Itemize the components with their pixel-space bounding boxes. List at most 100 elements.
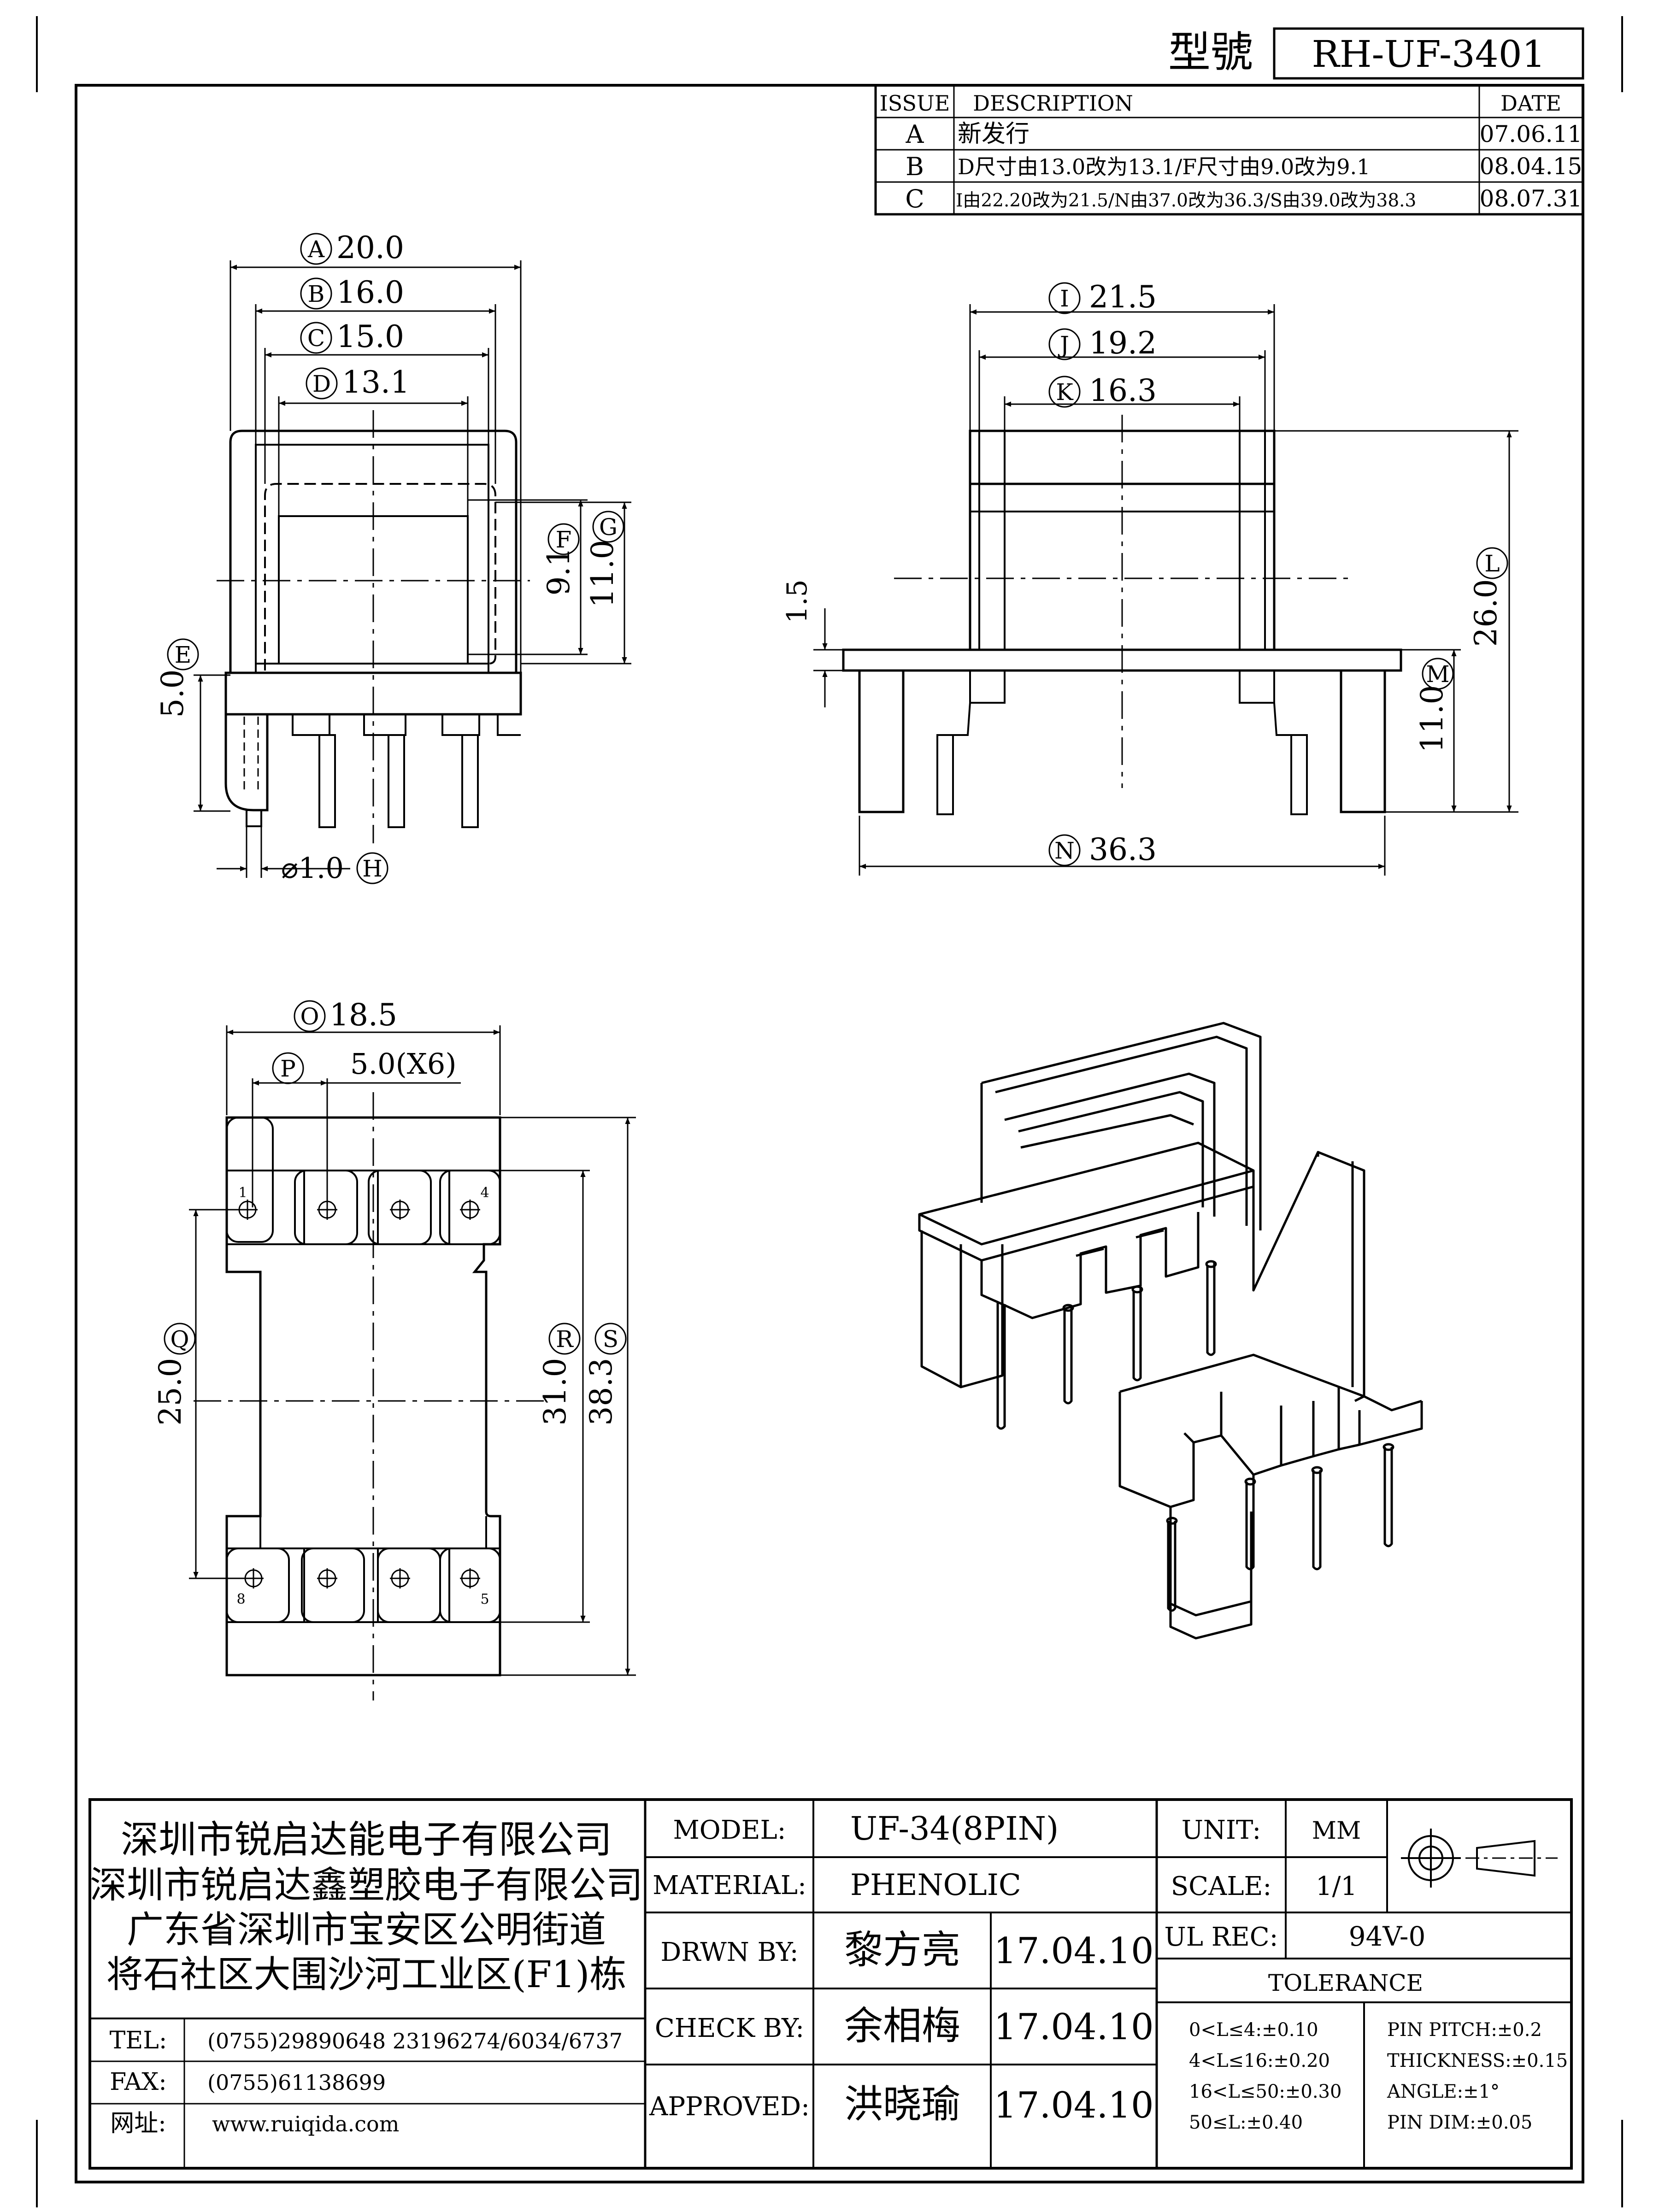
isometric-view	[918, 1022, 1423, 1640]
tolerance-spec: ANGLE:±1°	[1387, 2081, 1500, 2102]
approved-label: APPROVED:	[649, 2092, 810, 2122]
dim-letter: L	[1484, 550, 1500, 577]
dim-letter: G	[599, 514, 618, 541]
scale-value: 1/1	[1316, 1871, 1357, 1901]
dim-letter: E	[175, 641, 192, 668]
pin-number: 1	[238, 1185, 247, 1201]
dim-value: 5.0	[155, 670, 190, 718]
dim-value: 18.5	[329, 997, 397, 1033]
rev-row-description: D尺寸由13.0改为13.1/F尺寸由9.0改为9.1	[958, 154, 1370, 179]
rev-row-description: I由22.20改为21.5/N由37.0改为36.3/S由39.0改为38.3	[956, 190, 1416, 211]
tolerance-heading: TOLERANCE	[1268, 1970, 1423, 1996]
front-view-dimensions	[194, 260, 631, 878]
side-view	[842, 415, 1402, 815]
company-line: 将石社区大围沙河工业区(F1)栋	[106, 1953, 627, 1996]
dim-letter: P	[280, 1055, 296, 1082]
dim-value: 25.0	[153, 1358, 188, 1426]
model-number-header: 型號 RH-UF-3401	[1168, 27, 1584, 80]
tel-value: (0755)29890648 23196274/6034/6737	[207, 2029, 623, 2053]
rev-row-issue: A	[906, 120, 924, 149]
tolerance-spec: PIN PITCH:±0.2	[1387, 2019, 1542, 2041]
model-label: 型號	[1168, 28, 1253, 77]
ul-rec-value: 94V-0	[1349, 1921, 1426, 1952]
dim-value: 1.5	[781, 579, 813, 623]
dim-value: 13.1	[342, 365, 410, 400]
dim-letter: B	[308, 281, 325, 307]
model-number: RH-UF-3401	[1312, 33, 1546, 76]
company-line: 广东省深圳市宝安区公明街道	[127, 1908, 606, 1951]
projection-symbol-icon	[1401, 1829, 1558, 1888]
rev-row-description: 新发行	[958, 120, 1030, 148]
ul-rec-label: UL REC:	[1165, 1922, 1278, 1952]
dim-letter: F	[556, 526, 572, 553]
web-label: 网址:	[110, 2110, 166, 2137]
pin-number: 8	[236, 1591, 245, 1607]
sheet-frame	[36, 16, 1623, 2207]
check-by-date: 17.04.10	[994, 2006, 1153, 2048]
unit-value: MM	[1312, 1817, 1361, 1845]
tolerance-spec: THICKNESS:±0.15	[1387, 2050, 1568, 2071]
tel-label: TEL:	[110, 2027, 167, 2054]
dim-value: 19.2	[1089, 325, 1157, 361]
dim-letter: N	[1054, 837, 1075, 864]
dim-value: 20.0	[336, 230, 404, 265]
rev-row-date: 08.07.31	[1480, 185, 1583, 212]
pin-number: 4	[480, 1185, 489, 1201]
company-line: 深圳市锐启达鑫塑胶电子有限公司	[90, 1864, 643, 1906]
tolerance-range: 16<L≤50:±0.30	[1189, 2081, 1341, 2102]
model-field-value: UF-34(8PIN)	[850, 1810, 1059, 1847]
scale-label: SCALE:	[1171, 1871, 1272, 1901]
tolerance-range: 50≤L:±0.40	[1189, 2112, 1303, 2133]
company-line: 深圳市锐启达能电子有限公司	[121, 1818, 612, 1862]
title-block	[88, 1798, 1573, 2170]
rev-row-date: 08.04.15	[1480, 153, 1583, 180]
approved-date: 17.04.10	[994, 2085, 1153, 2126]
tolerance-range: 4<L≤16:±0.20	[1189, 2050, 1330, 2071]
bottom-view-dimensions	[189, 1025, 636, 1676]
bottom-view-labels: O 18.5 P 5.0(X6) Q 25.0 R 31.0 S 38.3 1 …	[153, 997, 627, 1607]
side-view-labels: I 21.5 J 19.2 K 16.3 L 26.0 M 11.0 N 36.…	[781, 279, 1508, 867]
dim-letter: O	[300, 1003, 319, 1030]
drawn-by-name: 黎方亮	[844, 1927, 960, 1972]
pin-number: 5	[480, 1591, 489, 1607]
rev-header-date: DATE	[1500, 91, 1561, 116]
dim-value: 15.0	[336, 319, 404, 354]
dim-value: 26.0	[1468, 579, 1504, 647]
rev-header-issue: ISSUE	[880, 91, 950, 116]
dim-value: 31.0	[537, 1358, 573, 1426]
rev-row-issue: B	[906, 152, 924, 181]
drawn-by-date: 17.04.10	[994, 1930, 1153, 1972]
check-by-name: 余相梅	[844, 2003, 960, 2048]
dim-value: 38.3	[583, 1358, 619, 1426]
title-block-fields: MODEL: UF-34(8PIN) MATERIAL: PHENOLIC DR…	[649, 1810, 1568, 2133]
dim-letter: M	[1426, 661, 1449, 688]
dim-value: 16.0	[336, 275, 404, 310]
rev-row-issue: C	[905, 184, 924, 213]
dim-value: 11.0	[585, 540, 620, 608]
tolerance-spec: PIN DIM:±0.05	[1387, 2112, 1532, 2133]
dim-letter: C	[307, 325, 325, 352]
dim-letter: S	[603, 1326, 618, 1353]
fax-label: FAX:	[110, 2068, 167, 2096]
dim-letter: Q	[171, 1326, 189, 1353]
revision-table: ISSUE DESCRIPTION DATE A 新发行 07.06.11 B …	[874, 84, 1584, 216]
dim-letter: I	[1060, 285, 1069, 312]
dim-value: 21.5	[1089, 279, 1157, 315]
side-view-dimensions	[813, 304, 1518, 876]
bottom-view	[194, 1092, 548, 1700]
drawn-by-label: DRWN BY:	[660, 1937, 798, 1967]
dim-value: 36.3	[1089, 832, 1157, 867]
dim-letter: J	[1058, 331, 1069, 358]
dim-letter: R	[556, 1326, 574, 1353]
approved-name: 洪晓瑜	[844, 2082, 960, 2127]
tolerance-range: 0<L≤4:±0.10	[1189, 2019, 1318, 2041]
dim-value: ⌀1.0	[281, 851, 344, 885]
rev-header-description: DESCRIPTION	[973, 91, 1133, 116]
dim-letter: A	[307, 236, 325, 263]
dim-letter: H	[362, 855, 382, 882]
material-field-value: PHENOLIC	[850, 1868, 1021, 1902]
material-field-label: MATERIAL:	[653, 1871, 806, 1900]
dim-value: 9.1	[541, 547, 577, 596]
web-value: www.ruiqida.com	[212, 2112, 399, 2136]
